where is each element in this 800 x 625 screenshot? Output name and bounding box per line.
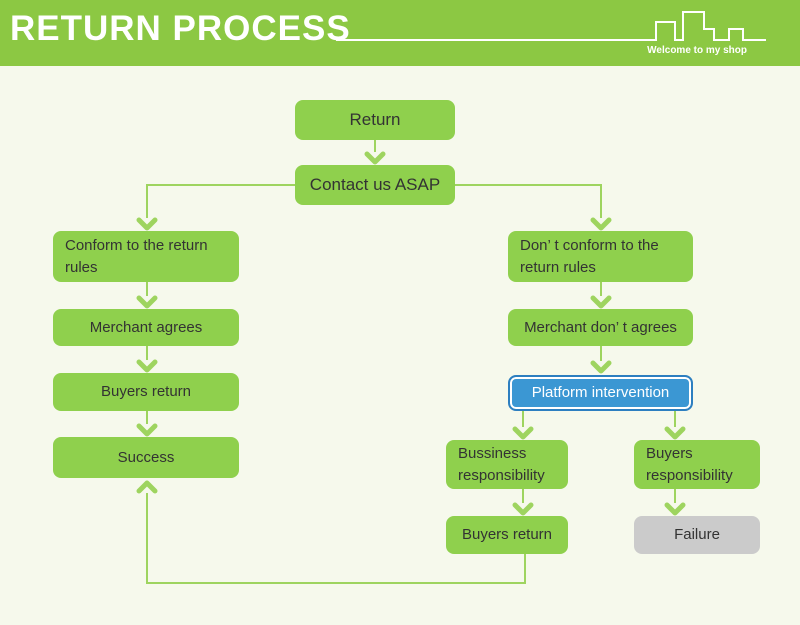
node-dont-conform-to-rules: Don’ t conform to the return rules — [508, 231, 693, 282]
arrow-down-icon — [590, 295, 612, 309]
node-return: Return — [295, 100, 455, 140]
title-divider-skyline-path — [336, 11, 766, 41]
arrow-down-icon — [364, 151, 386, 165]
node-bussiness-responsibility: Bussiness responsibility — [446, 440, 568, 489]
arrow-down-icon — [136, 423, 158, 437]
arrow-down-icon — [512, 426, 534, 440]
arrow-up-icon — [136, 480, 158, 494]
connector-line — [146, 184, 295, 218]
arrow-down-icon — [136, 217, 158, 231]
arrow-down-icon — [136, 359, 158, 373]
arrow-down-icon — [590, 360, 612, 374]
page-title: RETURN PROCESS — [10, 9, 351, 48]
node-buyers-return-left: Buyers return — [53, 373, 239, 411]
node-conform-to-rules: Conform to the return rules — [53, 231, 239, 282]
node-merchant-dont-agree: Merchant don’ t agrees — [508, 309, 693, 346]
arrow-down-icon — [512, 502, 534, 516]
arrow-down-icon — [136, 295, 158, 309]
arrow-down-icon — [664, 426, 686, 440]
node-buyers-return-right: Buyers return — [446, 516, 568, 554]
header-tagline: Welcome to my shop — [647, 45, 747, 56]
flowchart-canvas: Return Contact us ASAP Conform to the re… — [0, 66, 800, 625]
arrow-down-icon — [590, 217, 612, 231]
node-success: Success — [53, 437, 239, 478]
skyline-icon — [336, 11, 766, 41]
node-contact-us-asap: Contact us ASAP — [295, 165, 455, 205]
node-buyers-responsibility: Buyers responsibility — [634, 440, 760, 489]
connector-line — [455, 184, 602, 218]
header-banner: RETURN PROCESS Welcome to my shop — [0, 0, 800, 66]
node-merchant-agrees: Merchant agrees — [53, 309, 239, 346]
node-failure: Failure — [634, 516, 760, 554]
node-platform-intervention: Platform intervention — [508, 375, 693, 411]
arrow-down-icon — [664, 502, 686, 516]
